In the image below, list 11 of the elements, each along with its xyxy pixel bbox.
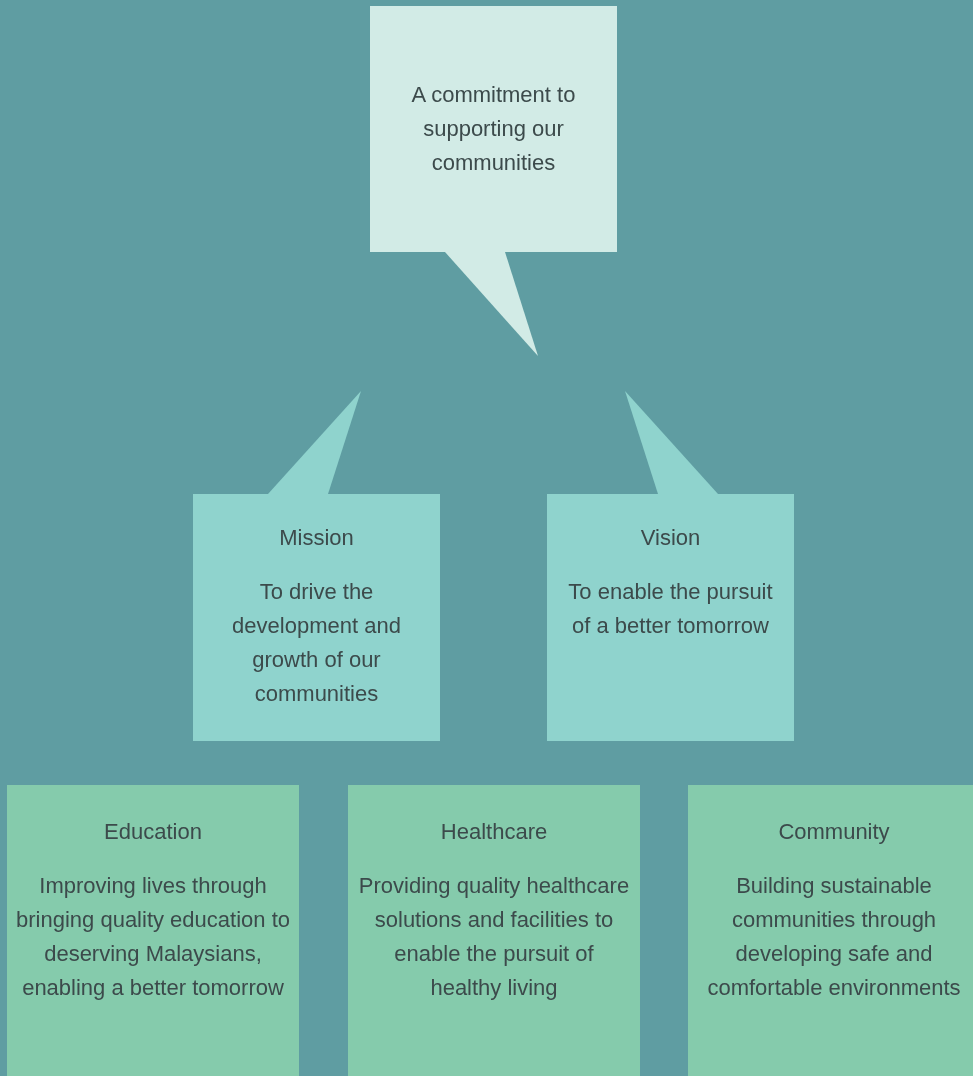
heading: Healthcare [440,818,548,846]
description-text: Improving lives through bringing quality education to deserving Malaysians, enabling a better tomorrow [15,872,291,1002]
description-text: Building sustainable communities through developing safe and comfortable environments [706,872,962,1002]
description-text: To enable the pursuit of a better tomorrow [567,578,774,640]
heading: Community [778,818,890,846]
heading: Education [104,818,202,846]
heading: Vision [640,524,701,552]
heading: Mission [279,524,354,552]
description-text: Providing quality healthcare solutions and facilities to enable the pursuit of healthy living [357,872,631,1002]
description-text: A commitment to supporting our communities [410,81,577,177]
description-text: To drive the development and growth of our communities [231,578,402,708]
